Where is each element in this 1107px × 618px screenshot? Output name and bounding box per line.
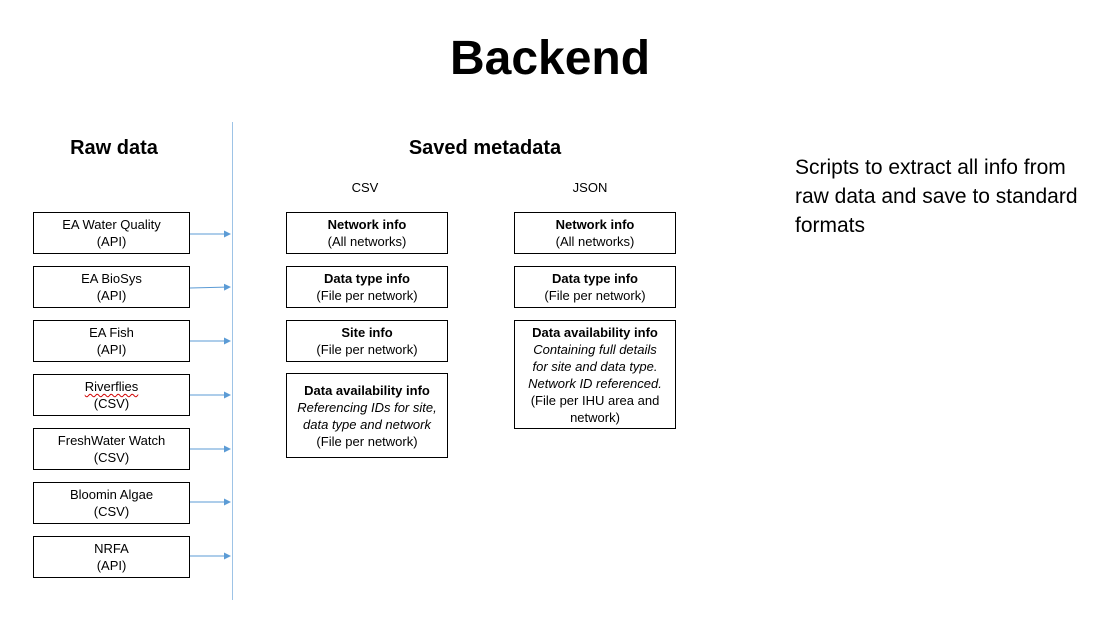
source-box-riverflies: Riverflies (CSV): [33, 374, 190, 416]
csv-network-info-box: Network info (All networks): [286, 212, 448, 254]
scripts-note: Scripts to extract all info from raw dat…: [795, 156, 1078, 237]
box-note: (File per IHU area and: [530, 392, 660, 408]
source-type: (CSV): [93, 450, 130, 465]
source-box-ea-water-quality: EA Water Quality (API): [33, 212, 190, 254]
box-italic-line: for site and data type.: [532, 358, 658, 374]
box-title: Data type info: [552, 271, 638, 286]
box-title: Site info: [341, 325, 393, 340]
source-name: EA BioSys: [81, 271, 142, 286]
box-title: Network info: [327, 217, 407, 232]
raw-data-heading: Raw data: [70, 137, 158, 159]
page-title: Backend: [449, 32, 651, 85]
box-note: (All networks): [555, 234, 635, 249]
box-italic-line: data type and network: [303, 416, 431, 432]
source-type: (CSV): [93, 504, 130, 519]
source-name: FreshWater Watch: [57, 433, 166, 448]
csv-data-type-info-box: Data type info (File per network): [286, 266, 448, 308]
saved-metadata-heading: Saved metadata: [408, 137, 562, 159]
source-name: Bloomin Algae: [69, 487, 154, 502]
box-title: Network info: [555, 217, 635, 232]
source-name: NRFA: [94, 541, 129, 556]
source-type: (API): [96, 234, 127, 249]
json-data-type-info-box: Data type info (File per network): [514, 266, 676, 308]
source-type: (API): [96, 342, 127, 357]
arrow-ea-biosys: [189, 283, 231, 291]
source-box-bloomin-algae: Bloomin Algae (CSV): [33, 482, 190, 524]
source-type: (API): [96, 558, 127, 573]
json-network-info-box: Network info (All networks): [514, 212, 676, 254]
box-italic-line: Network ID referenced.: [528, 375, 662, 391]
box-italic-line: Referencing IDs for site,: [297, 399, 437, 415]
csv-data-availability-box: Data availability info Referencing IDs f…: [286, 373, 448, 458]
source-name: EA Water Quality: [62, 217, 161, 232]
source-type: (API): [96, 288, 127, 303]
box-note: network): [570, 409, 620, 425]
box-note: (File per network): [316, 342, 418, 357]
json-column-label: JSON: [572, 180, 608, 195]
box-note: (File per network): [316, 288, 418, 303]
source-box-ea-biosys: EA BioSys (API): [33, 266, 190, 308]
box-italic-line: Containing full details: [533, 341, 657, 357]
json-data-availability-box: Data availability info Containing full d…: [514, 320, 676, 429]
source-box-nrfa: NRFA (API): [33, 536, 190, 578]
box-note: (All networks): [327, 234, 407, 249]
box-note: (File per network): [316, 433, 418, 449]
source-name: EA Fish: [89, 325, 134, 340]
divider-line: [232, 122, 233, 600]
source-box-freshwater-watch: FreshWater Watch (CSV): [33, 428, 190, 470]
csv-column-label: CSV: [351, 180, 379, 195]
box-note: (File per network): [544, 288, 646, 303]
source-box-ea-fish: EA Fish (API): [33, 320, 190, 362]
box-title: Data availability info: [304, 382, 430, 398]
source-type: (CSV): [93, 396, 130, 411]
box-title: Data type info: [324, 271, 410, 286]
csv-site-info-box: Site info (File per network): [286, 320, 448, 362]
box-title: Data availability info: [532, 324, 658, 340]
source-name: Riverflies: [84, 379, 139, 394]
